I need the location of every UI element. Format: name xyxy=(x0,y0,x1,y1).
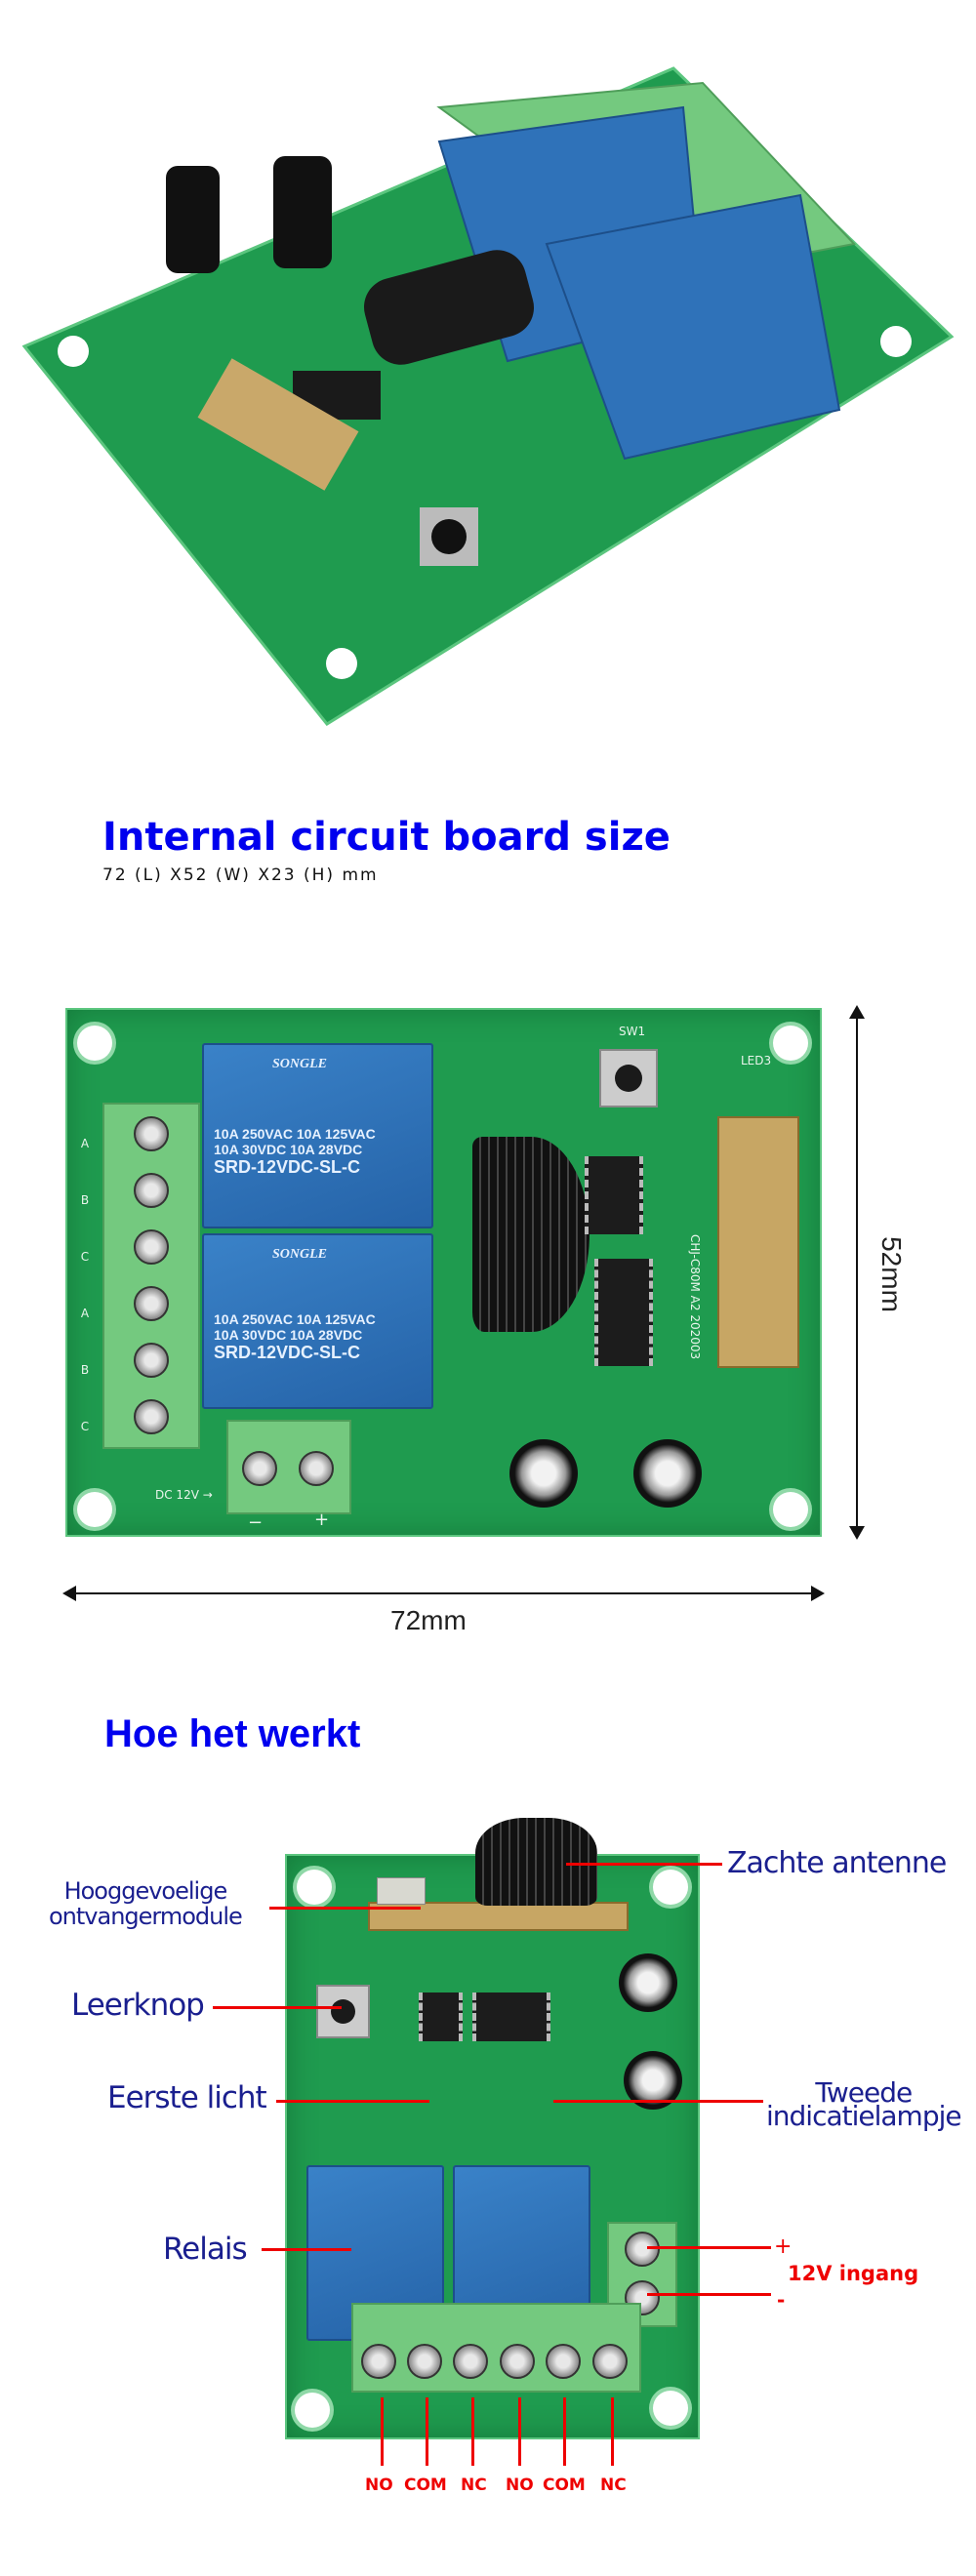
ic-chip xyxy=(472,1992,550,2041)
ic-chip xyxy=(594,1259,653,1366)
antenna-coil xyxy=(475,1818,597,1906)
relay-terminal-block xyxy=(102,1103,200,1449)
mounting-hole xyxy=(773,1026,808,1061)
capacitor xyxy=(509,1439,578,1508)
ic-chip xyxy=(419,1992,463,2041)
product-photo xyxy=(0,0,976,742)
relay-rating: 10A 30VDC 10A 28VDC xyxy=(214,1142,363,1157)
mounting-hole xyxy=(77,1492,112,1527)
ic-chip xyxy=(585,1156,643,1234)
learn-button xyxy=(599,1049,658,1107)
learn-button xyxy=(316,1985,370,2038)
relay-2: SONGLE 10A 250VAC 10A 125VAC 10A 30VDC 1… xyxy=(202,1233,433,1409)
relay-rating: 10A 30VDC 10A 28VDC xyxy=(214,1327,363,1343)
arrow-left-icon xyxy=(62,1586,76,1601)
arrow-up-icon xyxy=(849,1005,865,1019)
how-it-works-title: Hoe het werkt xyxy=(104,1712,361,1755)
plus-callout-line xyxy=(647,2246,771,2249)
terminal-label-nc-2: NC xyxy=(600,2475,627,2495)
second-light-callout-line xyxy=(553,2100,763,2103)
antenna-callout-line xyxy=(566,1863,722,1866)
sw-label: SW1 xyxy=(619,1025,646,1038)
first-light-label: Eerste licht xyxy=(107,2080,267,2115)
circuit-board-top-view: SONGLE 10A 250VAC 10A 125VAC 10A 30VDC 1… xyxy=(65,1008,822,1537)
circuit-board-annotated xyxy=(285,1854,700,2439)
receiver-module xyxy=(717,1116,799,1368)
antenna-coil xyxy=(472,1137,590,1332)
height-label: 52mm xyxy=(876,1236,907,1312)
arrow-right-icon xyxy=(811,1586,825,1601)
board-dimensions: 72 (L) X52 (W) X23 (H) mm xyxy=(102,865,379,885)
board-size-title: Internal circuit board size xyxy=(102,815,671,860)
relay-1: SONGLE 10A 250VAC 10A 125VAC 10A 30VDC 1… xyxy=(202,1043,433,1228)
arrow-down-icon xyxy=(849,1526,865,1540)
relay-model: SRD-12VDC-SL-C xyxy=(214,1343,361,1362)
plus-mark: + xyxy=(314,1509,330,1530)
relay-rating: 10A 250VAC 10A 125VAC xyxy=(214,1126,376,1142)
mounting-hole xyxy=(773,1492,808,1527)
relay-callout-line xyxy=(262,2248,351,2251)
minus-mark: − xyxy=(248,1512,264,1533)
width-label: 72mm xyxy=(390,1605,467,1635)
relay-brand: SONGLE xyxy=(272,1057,328,1071)
minus-callout-line xyxy=(647,2293,771,2296)
dc-terminal-block xyxy=(226,1420,351,1514)
led-label: LED3 xyxy=(741,1054,772,1067)
learn-button-label: Leerknop xyxy=(71,1988,205,2023)
terminal-label-nc-1: NC xyxy=(461,2475,487,2495)
receiver-callout-line xyxy=(269,1907,421,1910)
board-id: CHJ-C80M A2 202003 xyxy=(688,1234,702,1360)
relay-terminal-block xyxy=(351,2303,641,2393)
board-perspective xyxy=(21,66,955,726)
terminal-label-com-2: COM xyxy=(543,2475,586,2495)
power-input-label: 12V ingang xyxy=(788,2262,919,2285)
mounting-hole xyxy=(77,1026,112,1061)
relay-rating: 10A 250VAC 10A 125VAC xyxy=(214,1311,376,1327)
relay-label: Relais xyxy=(163,2232,248,2267)
width-dimension-line xyxy=(65,1592,822,1594)
terminal-label-no-2: NO xyxy=(506,2475,534,2495)
capacitor xyxy=(633,1439,702,1508)
minus-label: - xyxy=(777,2288,786,2312)
first-light-callout-line xyxy=(276,2100,429,2103)
terminal-label-no-1: NO xyxy=(365,2475,393,2495)
relay-model: SRD-12VDC-SL-C xyxy=(214,1157,361,1177)
antenna-label: Zachte antenne xyxy=(727,1846,947,1880)
height-dimension-line xyxy=(856,1008,858,1537)
learn-button-callout-line xyxy=(213,2006,342,2009)
dc-label: DC 12V → xyxy=(155,1488,213,1502)
relay-brand: SONGLE xyxy=(272,1247,328,1262)
plus-label: + xyxy=(774,2234,793,2259)
terminal-label-com-1: COM xyxy=(404,2475,447,2495)
